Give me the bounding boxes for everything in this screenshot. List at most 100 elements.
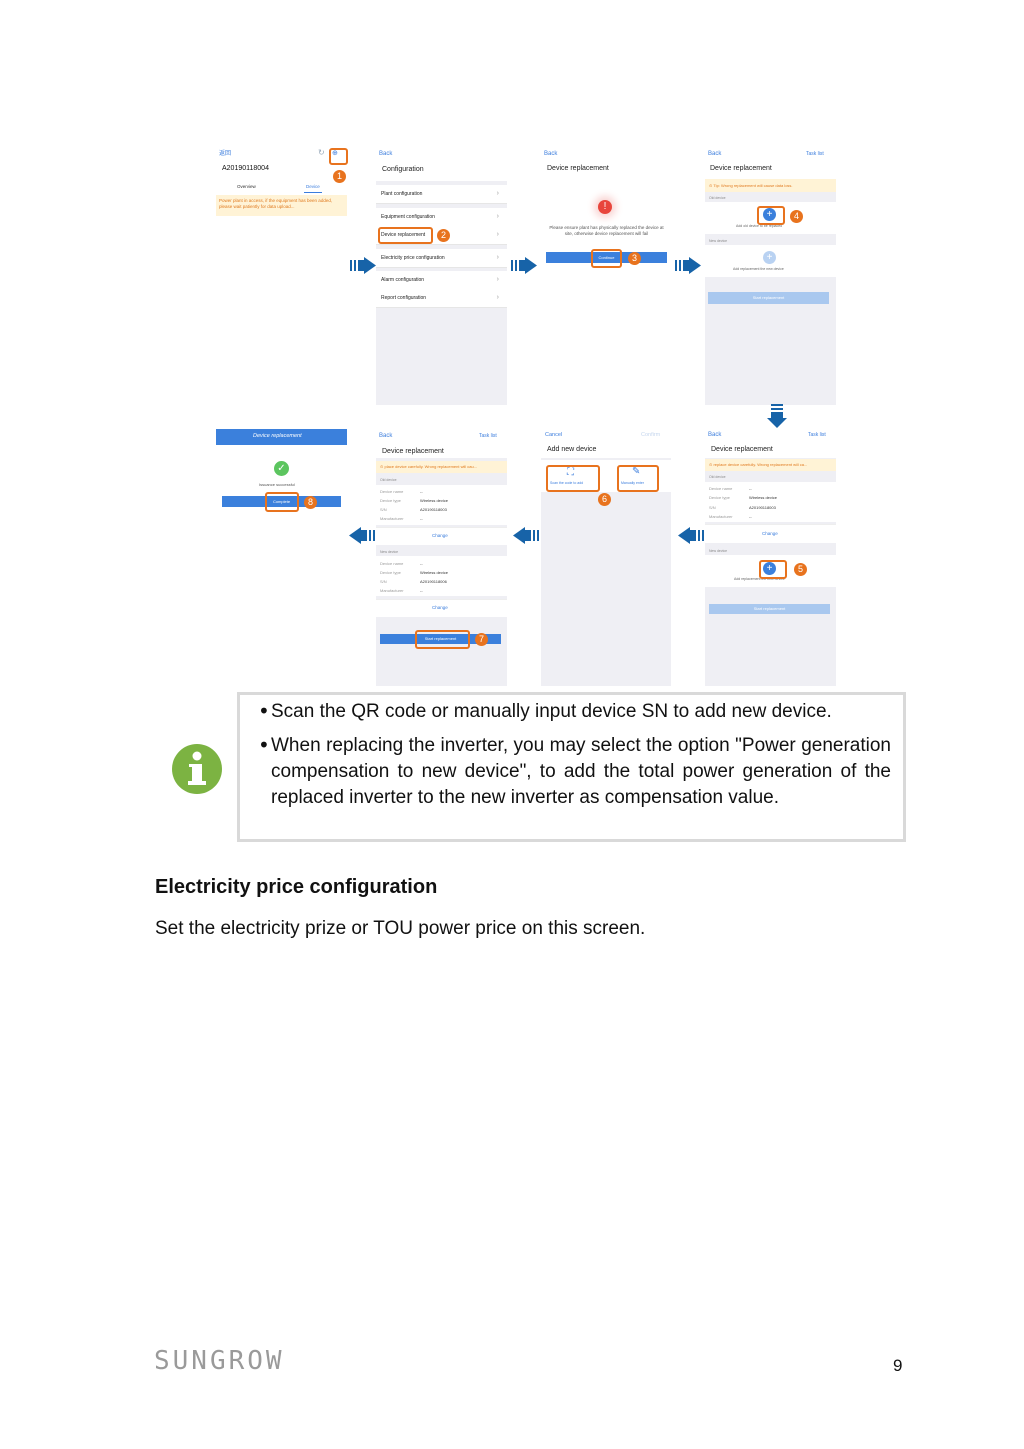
add-new-device-icon[interactable]: + bbox=[763, 251, 776, 264]
tab-underline bbox=[304, 192, 322, 193]
back-link[interactable]: 返回 bbox=[219, 151, 232, 157]
change-row bbox=[376, 599, 507, 617]
menu-report-configuration[interactable]: Report configuration› bbox=[376, 289, 507, 308]
arrow-left-icon bbox=[349, 527, 375, 544]
highlight-step-3 bbox=[591, 249, 622, 268]
menu-electricity-price-configuration[interactable]: Electricity price configuration› bbox=[376, 249, 507, 268]
add-new-device-label: Add replacement the new device bbox=[733, 267, 784, 271]
new-device-details bbox=[376, 556, 507, 596]
nav-bar bbox=[541, 428, 671, 458]
old-device-details bbox=[376, 485, 507, 525]
screen-old-device-selected: Back Task list Device replacement ⊙ repl… bbox=[705, 428, 836, 686]
detail-row: Manufacturer-- bbox=[709, 514, 752, 519]
highlight-step-1 bbox=[329, 148, 348, 165]
cancel-link[interactable]: Cancel bbox=[545, 432, 563, 438]
page-title: Device replacement bbox=[547, 165, 609, 172]
screen-plant-overview: 返回 A20190118004 ↻ ⊕ Overview Device Powe… bbox=[216, 146, 347, 218]
task-list-link[interactable]: Task list bbox=[806, 151, 824, 157]
section-body: Set the electricity prize or TOU power p… bbox=[155, 918, 646, 939]
confirm-link[interactable]: Confirm bbox=[641, 432, 661, 438]
back-link[interactable]: Back bbox=[379, 433, 393, 439]
tip-warning: ⊙ place device carefully. Wrong replacem… bbox=[376, 461, 507, 473]
task-list-link[interactable]: Task list bbox=[808, 432, 826, 438]
step-badge-3: 3 bbox=[628, 252, 641, 265]
plant-id: A20190118004 bbox=[222, 165, 269, 172]
arrow-left-icon bbox=[513, 527, 539, 544]
complete-button[interactable]: Complete bbox=[222, 496, 341, 507]
nav-bar bbox=[376, 428, 507, 458]
manually-enter-label[interactable]: Manually enter bbox=[621, 481, 644, 485]
screen-add-new-device: Cancel Confirm Add new device ⛶ Scan the… bbox=[541, 428, 671, 686]
header-title: Device replacement bbox=[253, 433, 302, 439]
menu-alarm-configuration[interactable]: Alarm configuration› bbox=[376, 271, 507, 290]
detail-row: Device name-- bbox=[380, 489, 423, 494]
change-link-old[interactable]: Change bbox=[432, 533, 448, 538]
scan-code-label[interactable]: Scan the code to add bbox=[550, 481, 584, 485]
screen-replacement-complete: Device replacement ✓ Issuance successful… bbox=[216, 428, 347, 516]
page-title: Add new device bbox=[547, 446, 597, 453]
section-heading: Electricity price configuration bbox=[155, 876, 438, 898]
tip-warning: ⊙ replace device carefully. Wrong replac… bbox=[705, 459, 836, 471]
change-row bbox=[376, 527, 507, 545]
tab-device[interactable]: Device bbox=[306, 184, 320, 189]
highlight-step-6-manual bbox=[617, 465, 659, 492]
nav-bar bbox=[705, 428, 836, 458]
access-warning-text: Power plant in access, if the equipment … bbox=[219, 198, 333, 209]
back-link[interactable]: Back bbox=[379, 151, 393, 157]
step-badge-7: 7 bbox=[475, 633, 488, 646]
start-replacement-button[interactable]: Start replacement bbox=[380, 634, 501, 644]
change-link[interactable]: Change bbox=[762, 531, 778, 536]
arrow-right-icon bbox=[675, 257, 701, 274]
back-link[interactable]: Back bbox=[708, 151, 722, 157]
bullet-marker: • bbox=[258, 699, 270, 723]
tab-overview[interactable]: Overview bbox=[237, 184, 256, 189]
highlight-step-2 bbox=[378, 227, 433, 244]
highlight-step-7 bbox=[415, 630, 470, 649]
add-new-device-icon[interactable]: + bbox=[763, 562, 776, 575]
old-device-details bbox=[705, 482, 836, 522]
screen-replacement-confirm: Back Device replacement ! Please ensure … bbox=[541, 146, 672, 405]
continue-button[interactable]: Continue bbox=[546, 252, 667, 263]
highlight-step-6-scan bbox=[546, 465, 600, 492]
screen-configuration: Back Configuration Plant configuration› … bbox=[376, 146, 507, 405]
add-old-device-icon[interactable]: + bbox=[763, 208, 776, 221]
step-badge-2: 2 bbox=[437, 229, 450, 242]
header-bar bbox=[216, 429, 347, 445]
refresh-icon[interactable]: ↻ bbox=[318, 148, 325, 157]
old-device-label: Old device bbox=[380, 478, 397, 482]
back-link[interactable]: Back bbox=[708, 432, 722, 438]
start-replacement-button[interactable]: Start replacement bbox=[708, 292, 829, 304]
access-warning: Power plant in access, if the equipment … bbox=[216, 195, 347, 216]
scan-code-icon[interactable]: ⛶ bbox=[567, 467, 574, 478]
start-replacement-button[interactable]: Start replacement bbox=[709, 604, 830, 614]
edit-pencil-icon[interactable]: ✎ bbox=[632, 466, 641, 477]
arrow-down-icon bbox=[767, 404, 787, 428]
tip-warning: ⊙ Tip: Wrong replacement will cause data… bbox=[705, 179, 836, 192]
detail-row: Manufacturer-- bbox=[380, 516, 423, 521]
arrow-left-icon bbox=[678, 527, 704, 544]
menu-equipment-configuration[interactable]: Equipment configuration› bbox=[376, 208, 507, 227]
change-link-new[interactable]: Change bbox=[432, 605, 448, 610]
step-badge-1: 1 bbox=[333, 170, 346, 183]
add-new-device-label: Add replacement the new device bbox=[734, 577, 785, 581]
step-badge-5: 5 bbox=[794, 563, 807, 576]
back-link[interactable]: Back bbox=[544, 151, 558, 157]
add-device-icon[interactable]: ⊕ bbox=[332, 150, 338, 157]
arrow-right-icon bbox=[350, 257, 376, 274]
note-bullet-2: When replacing the inverter, you may sel… bbox=[271, 735, 891, 808]
task-list-link[interactable]: Task list bbox=[479, 433, 497, 439]
page-title: Device replacement bbox=[711, 446, 773, 453]
note-box: • Scan the QR code or manually input dev… bbox=[237, 692, 906, 842]
nav-bar bbox=[376, 146, 507, 181]
old-device-label: Old device bbox=[709, 475, 726, 479]
old-device-label: Old device bbox=[709, 196, 726, 200]
menu-plant-configuration[interactable]: Plant configuration› bbox=[376, 185, 507, 204]
step-badge-8: 8 bbox=[304, 496, 317, 509]
step-badge-6: 6 bbox=[598, 493, 611, 506]
highlight-step-5 bbox=[759, 560, 787, 579]
